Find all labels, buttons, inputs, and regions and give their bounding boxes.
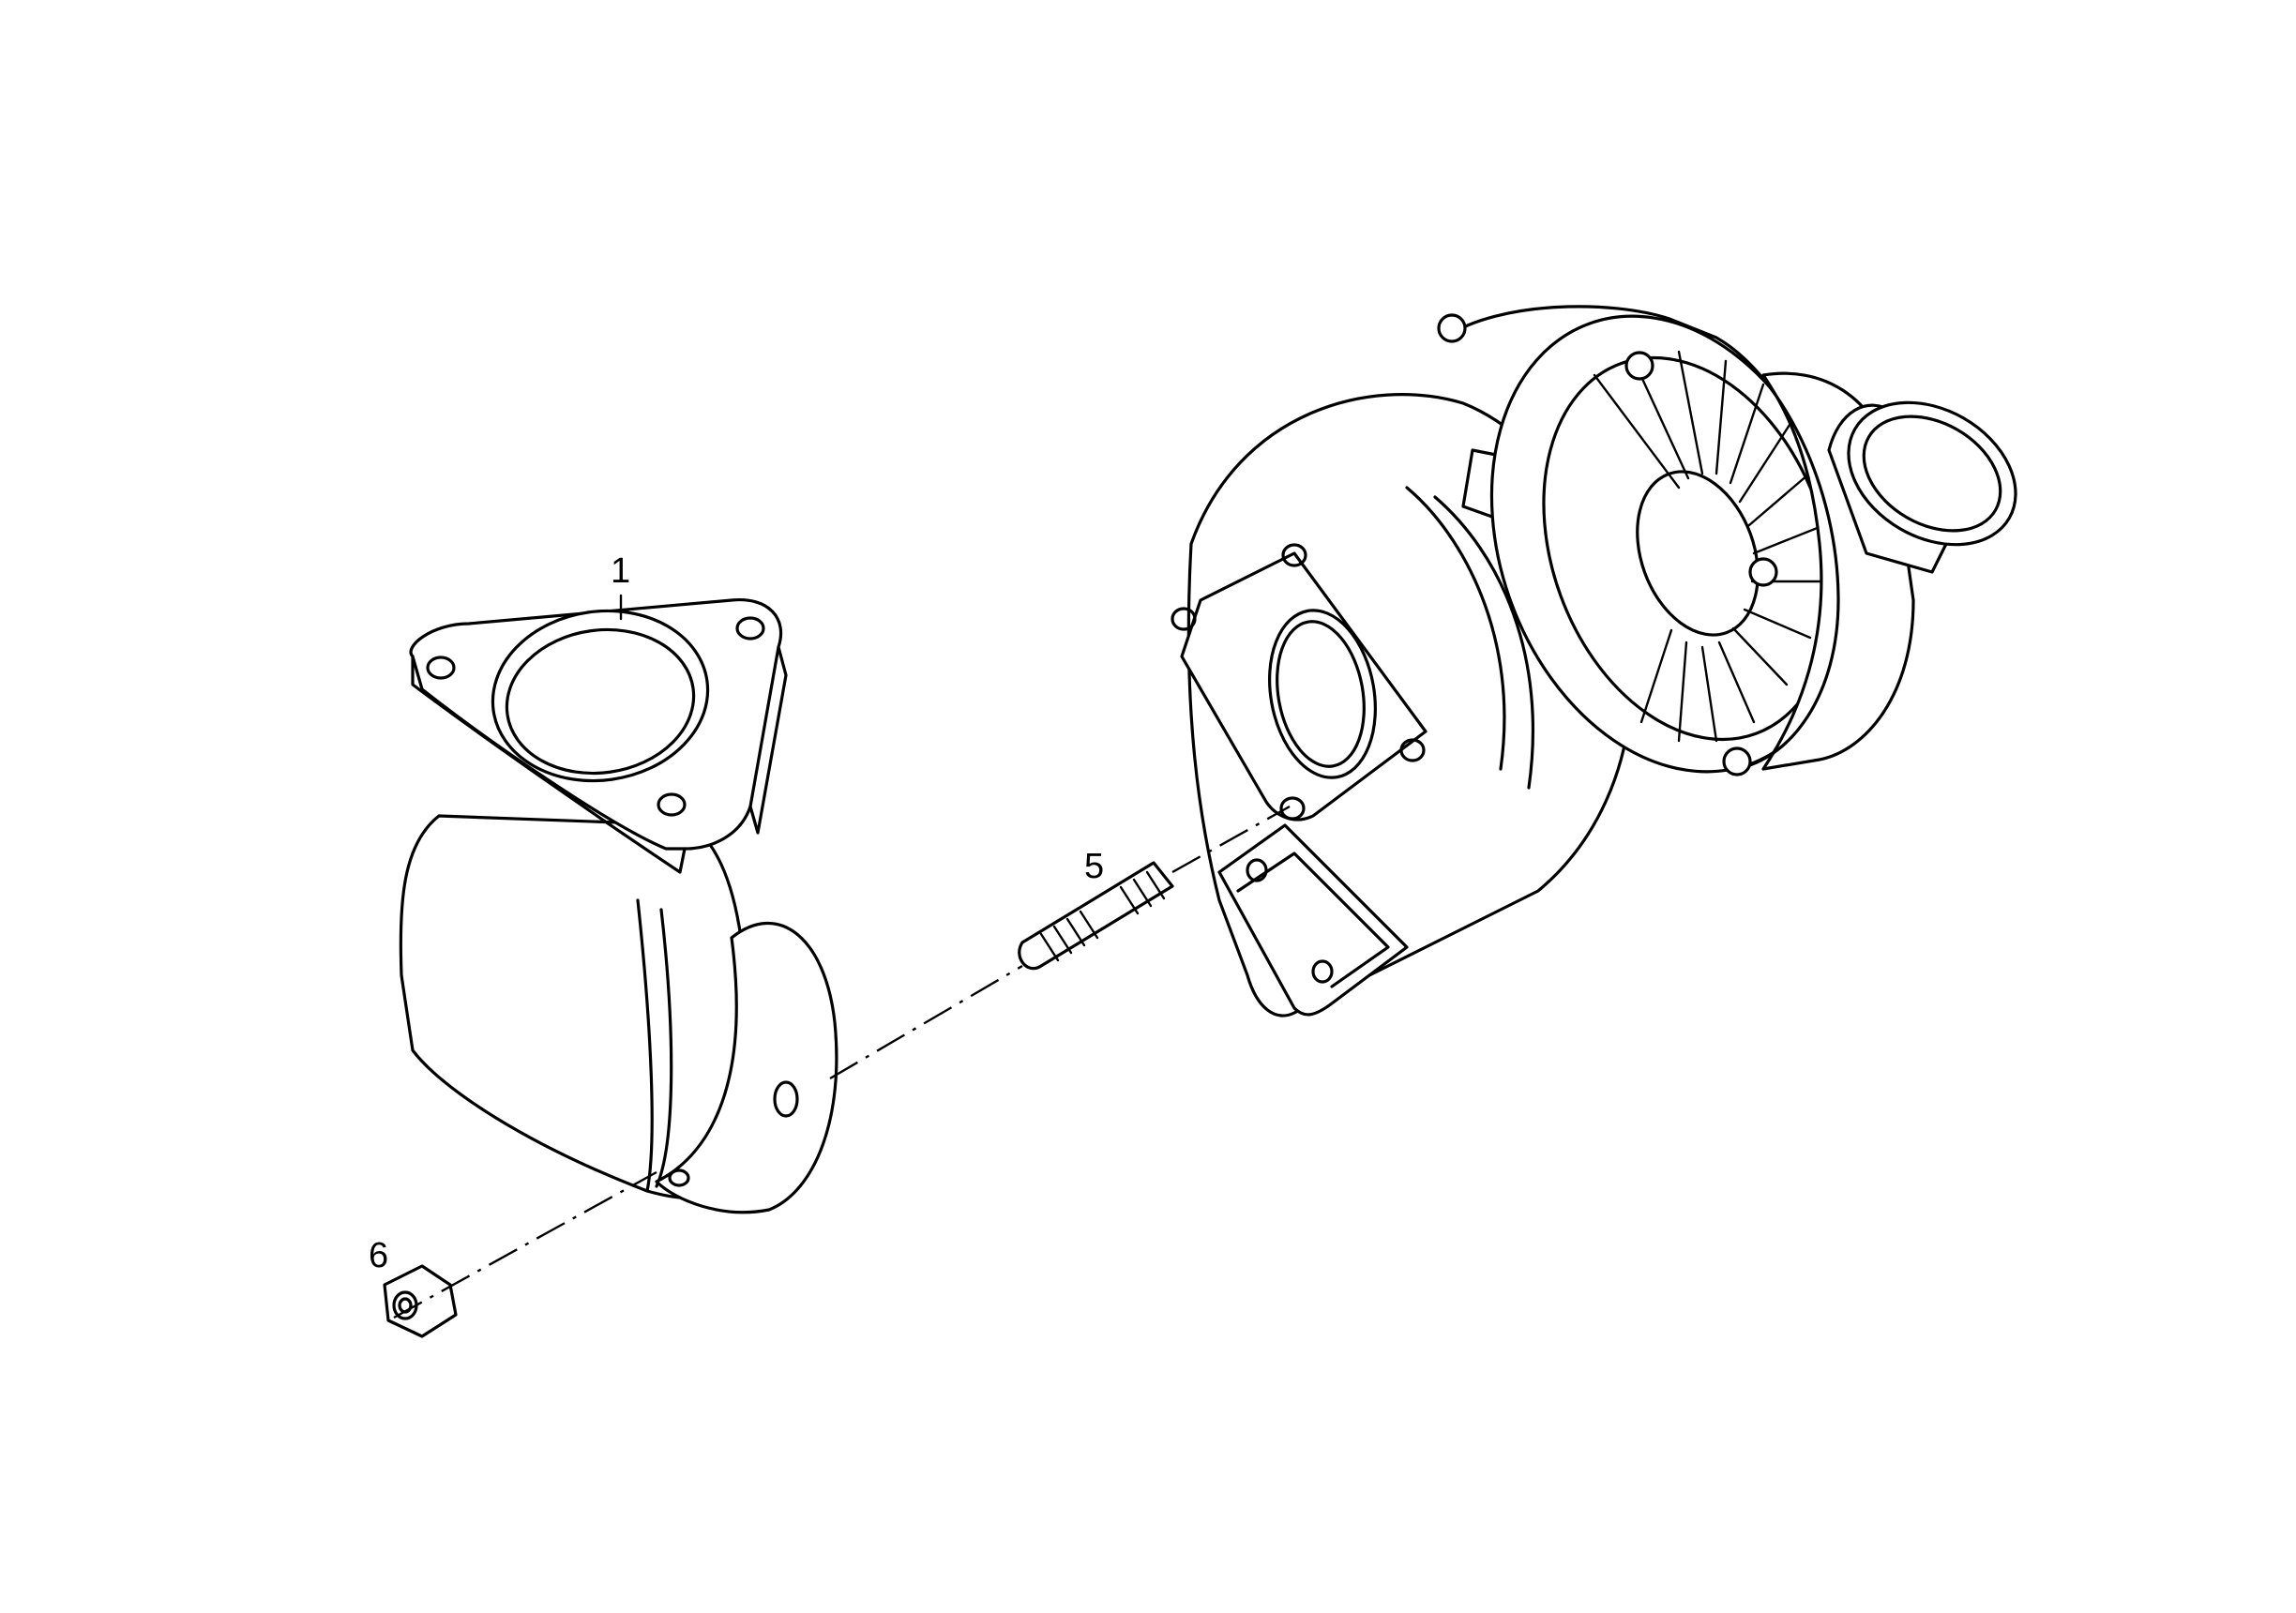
callout-label-6: 6 — [369, 1236, 389, 1275]
hex-nut-part — [383, 1264, 458, 1338]
assembly-centerlines — [393, 805, 1291, 1319]
exhaust-elbow-part — [399, 597, 838, 1214]
turbocharger-assembly — [1171, 305, 2017, 1018]
callout-label-5: 5 — [1084, 847, 1105, 886]
stud-part — [1018, 861, 1174, 971]
callout-label-1: 1 — [611, 551, 631, 591]
